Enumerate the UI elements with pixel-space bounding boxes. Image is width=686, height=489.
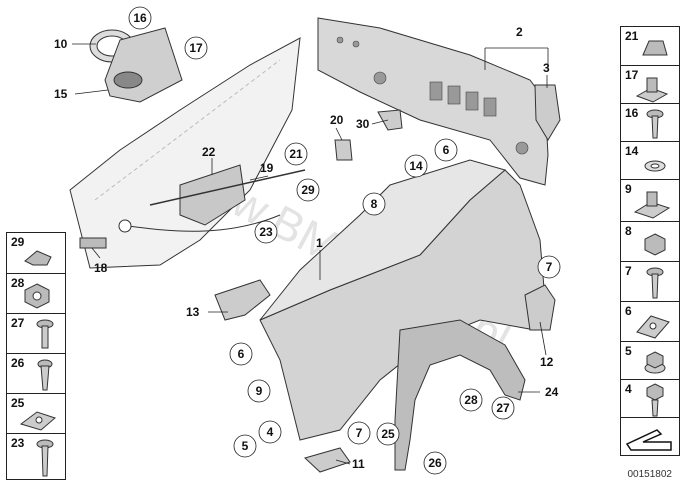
callout-2: 2 bbox=[516, 25, 523, 39]
screw-icon bbox=[646, 267, 664, 299]
hex-bolt-icon bbox=[646, 383, 664, 417]
legend-item-14: 14 bbox=[621, 141, 679, 180]
callout-3: 3 bbox=[543, 61, 550, 75]
callout-5: 5 bbox=[242, 439, 249, 453]
hex-nut-icon bbox=[644, 233, 666, 256]
callout-20: 20 bbox=[330, 113, 344, 127]
callout-24: 24 bbox=[545, 385, 559, 399]
callout-6-left: 6 bbox=[238, 347, 245, 361]
bracket-12 bbox=[524, 284, 556, 331]
callout-4: 4 bbox=[267, 425, 274, 439]
legend-item-25: 25 bbox=[7, 393, 65, 434]
callout-6-top: 6 bbox=[443, 143, 450, 157]
circled-callouts bbox=[128, 6, 561, 475]
callout-8: 8 bbox=[371, 197, 378, 211]
callout-23: 23 bbox=[259, 225, 273, 239]
flange-nut-icon bbox=[644, 351, 666, 374]
rivet-icon bbox=[36, 319, 54, 349]
legend-item-4: 4 bbox=[621, 379, 679, 418]
bracket-13 bbox=[214, 279, 271, 321]
legend-item-16: 16 bbox=[621, 103, 679, 142]
callout-1: 1 bbox=[316, 236, 323, 250]
hex-nut-icon bbox=[24, 283, 50, 309]
callout-27: 27 bbox=[496, 401, 510, 415]
clip-nut-icon bbox=[636, 315, 670, 339]
legend-item-28: 28 bbox=[7, 273, 65, 314]
callout-26: 26 bbox=[428, 456, 442, 470]
window-glass bbox=[69, 37, 301, 269]
bracket-30 bbox=[377, 109, 403, 131]
callout-22: 22 bbox=[202, 145, 216, 159]
callout-7-right: 7 bbox=[546, 260, 553, 274]
callout-12: 12 bbox=[540, 355, 554, 369]
bracket-11 bbox=[304, 447, 351, 473]
legend-item-21: 21 bbox=[621, 27, 679, 65]
reference-number: 00151802 bbox=[627, 469, 673, 480]
callout-15: 15 bbox=[54, 87, 68, 101]
callout-18: 18 bbox=[94, 261, 108, 275]
wheel-arch-liner bbox=[394, 319, 526, 471]
legend-item-17: 17 bbox=[621, 65, 679, 104]
expanding-nut-icon bbox=[635, 77, 669, 103]
side-bracket bbox=[534, 84, 561, 141]
callout-13: 13 bbox=[186, 305, 200, 319]
legend-item-9: 9 bbox=[621, 179, 679, 222]
callout-10: 10 bbox=[54, 37, 68, 51]
legend-item-27: 27 bbox=[7, 313, 65, 354]
arrow-icon bbox=[625, 429, 672, 451]
callout-30: 30 bbox=[356, 117, 370, 131]
legend-left: 29 28 27 26 25 23 bbox=[6, 232, 66, 480]
clip-nut-icon bbox=[19, 411, 56, 431]
callout-7-bottom: 7 bbox=[356, 426, 363, 440]
callout-16: 16 bbox=[133, 11, 147, 25]
legend-item-23: 23 bbox=[7, 433, 65, 480]
clamp-icon bbox=[642, 40, 668, 56]
legend-item-5: 5 bbox=[621, 341, 679, 380]
rear-panel bbox=[317, 17, 549, 186]
callout-17: 17 bbox=[189, 41, 203, 55]
callout-21: 21 bbox=[289, 147, 303, 161]
legend-item-29: 29 bbox=[7, 233, 65, 273]
bolt-icon bbox=[36, 439, 54, 477]
callout-11: 11 bbox=[352, 457, 365, 471]
screw-icon bbox=[646, 109, 664, 139]
callout-14: 14 bbox=[409, 159, 423, 173]
legend-item-7: 7 bbox=[621, 261, 679, 302]
legend-right: 21 17 16 14 9 8 7 6 5 4 bbox=[620, 26, 680, 456]
callout-25: 25 bbox=[381, 427, 395, 441]
legend-item-6: 6 bbox=[621, 301, 679, 342]
clip-icon bbox=[24, 250, 52, 266]
legend-item-8: 8 bbox=[621, 221, 679, 262]
actuator bbox=[179, 164, 246, 226]
bolt-18 bbox=[79, 237, 107, 249]
callout-29: 29 bbox=[301, 183, 315, 197]
legend-item-26: 26 bbox=[7, 353, 65, 394]
callout-19: 19 bbox=[260, 161, 274, 175]
legend-item-arrow bbox=[621, 417, 679, 456]
clip-nut-icon bbox=[633, 191, 671, 219]
callout-28: 28 bbox=[464, 393, 478, 407]
washer-icon bbox=[644, 160, 666, 172]
screw-icon bbox=[37, 359, 53, 391]
cap-20 bbox=[334, 139, 353, 161]
callout-9: 9 bbox=[256, 384, 263, 398]
side-panel-top bbox=[259, 159, 507, 321]
